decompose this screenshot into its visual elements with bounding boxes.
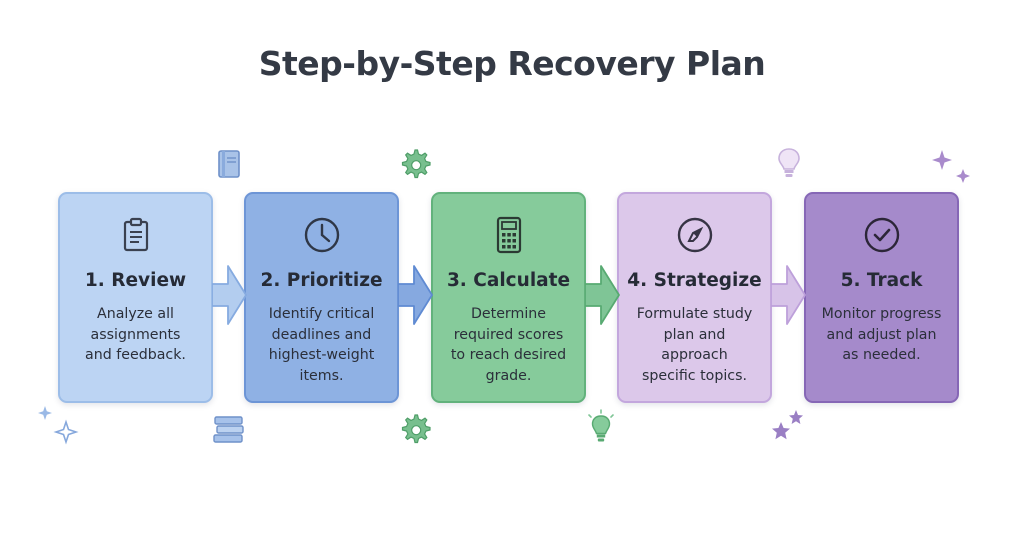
lightbulb-icon — [588, 409, 614, 442]
gear-icon — [401, 149, 431, 179]
step-card-review: 1. Review Analyze all assignments and fe… — [58, 192, 213, 403]
arrow-connector-1 — [212, 265, 247, 325]
step-card-prioritize: 2. Prioritize Identify critical deadline… — [244, 192, 399, 403]
sparkle-icon — [38, 406, 79, 445]
book-icon — [218, 150, 240, 178]
gear-icon — [401, 414, 431, 444]
star-icon — [772, 410, 803, 440]
calculator-icon — [433, 214, 584, 256]
step-title: 4. Strategize — [627, 270, 762, 291]
arrow-connector-3 — [585, 265, 620, 325]
step-description: Determine required scores to reach desir… — [450, 306, 567, 384]
arrow-connector-4 — [771, 265, 806, 325]
step-description: Monitor progress and adjust plan as need… — [821, 306, 942, 363]
stacked-books-icon — [213, 416, 244, 443]
lightbulb-icon — [778, 148, 800, 177]
step-card-strategize: 4. Strategize Formulate study plan and a… — [617, 192, 772, 403]
sparkle-icon — [932, 150, 970, 183]
arrow-connector-2 — [398, 265, 433, 325]
step-description: Formulate study plan and approach specif… — [636, 306, 753, 384]
check-circle-icon — [806, 214, 957, 256]
diagram-title: Step-by-Step Recovery Plan — [258, 44, 766, 83]
step-title: 5. Track — [840, 270, 923, 291]
clipboard-icon — [60, 214, 211, 256]
step-card-track: 5. Track Monitor progress and adjust pla… — [804, 192, 959, 403]
step-title: 3. Calculate — [446, 270, 571, 291]
step-card-calculate: 3. Calculate Determine required scores t… — [431, 192, 586, 403]
clock-icon — [246, 214, 397, 256]
step-title: 2. Prioritize — [260, 270, 383, 291]
step-title: 1. Review — [84, 270, 187, 291]
step-description: Analyze all assignments and feedback. — [85, 306, 186, 363]
compass-icon — [619, 214, 770, 256]
step-description: Identify critical deadlines and highest-… — [268, 306, 375, 384]
